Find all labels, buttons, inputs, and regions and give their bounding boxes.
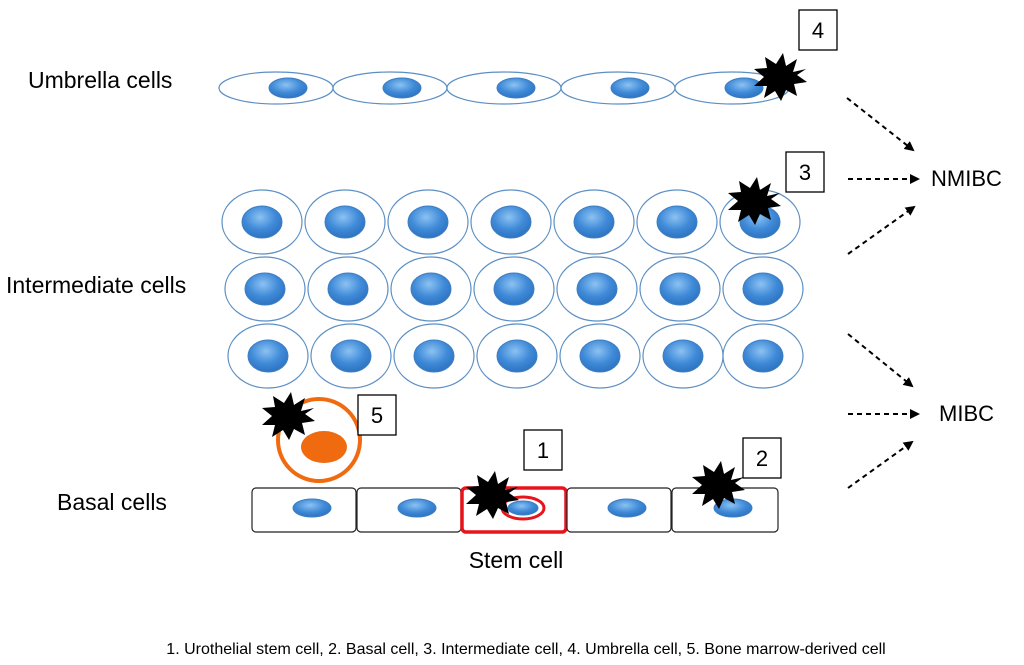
stem-cell-label: Stem cell (469, 547, 564, 573)
arrow-to-mibc (847, 440, 914, 489)
mutation-burst-icon (466, 471, 519, 519)
intermediate-cell (390, 256, 472, 322)
arrow-to-nmibc (846, 97, 915, 152)
mutation-burst-icon (262, 392, 315, 440)
umbrella-cells-label: Umbrella cells (28, 67, 172, 93)
intermediate-cell (221, 189, 303, 255)
svg-text:4: 4 (812, 18, 824, 43)
intermediate-cell (559, 323, 641, 389)
intermediate-cell (556, 256, 638, 322)
footnote-caption: 1. Urothelial stem cell, 2. Basal cell, … (166, 641, 885, 658)
intermediate-cell (553, 189, 635, 255)
intermediate-cell (227, 323, 309, 389)
intermediate-cell (636, 189, 718, 255)
marker-3: 3 (785, 151, 825, 193)
intermediate-cell (470, 189, 552, 255)
basal-cells-label: Basal cells (57, 489, 167, 515)
mibc-label: MIBC (939, 401, 994, 426)
intermediate-cell (722, 256, 804, 322)
nmibc-label: NMIBC (931, 166, 1002, 191)
mutation-burst-icon (692, 461, 745, 509)
svg-text:2: 2 (756, 446, 768, 471)
arrow-to-mibc (847, 333, 914, 388)
svg-text:5: 5 (371, 403, 383, 428)
intermediate-cell (722, 323, 804, 389)
basal-cell (356, 487, 462, 533)
intermediate-cell (387, 189, 469, 255)
intermediate-cell (224, 256, 306, 322)
arrows (846, 97, 920, 489)
basal-cell (566, 487, 672, 533)
intermediate-cell (310, 323, 392, 389)
umbrella-cell (446, 71, 562, 105)
umbrella-cell (218, 71, 334, 105)
intermediate-cell (476, 323, 558, 389)
arrow-to-nmibc (847, 205, 916, 255)
marker-2: 2 (742, 437, 782, 479)
intermediate-cell (642, 323, 724, 389)
intermediate-cell (393, 323, 475, 389)
svg-text:1: 1 (537, 438, 549, 463)
umbrella-cell-layer (218, 71, 790, 105)
svg-text:3: 3 (799, 160, 811, 185)
intermediate-cells-label: Intermediate cells (6, 272, 186, 298)
mutation-burst-icon (754, 53, 807, 101)
basal-cell-layer (251, 486, 779, 534)
marker-1: 1 (523, 429, 563, 471)
basal-cell (251, 487, 357, 533)
umbrella-cell (560, 71, 676, 105)
intermediate-cell (473, 256, 555, 322)
umbrella-cell (332, 71, 448, 105)
intermediate-cell-layer (221, 189, 804, 389)
intermediate-cell (639, 256, 721, 322)
marker-5: 5 (357, 394, 397, 436)
intermediate-cell (307, 256, 389, 322)
marker-4: 4 (798, 9, 838, 51)
umbrella-cell (674, 71, 790, 105)
mutation-burst-icon (728, 177, 781, 225)
basal-cell (671, 487, 779, 533)
intermediate-cell (304, 189, 386, 255)
